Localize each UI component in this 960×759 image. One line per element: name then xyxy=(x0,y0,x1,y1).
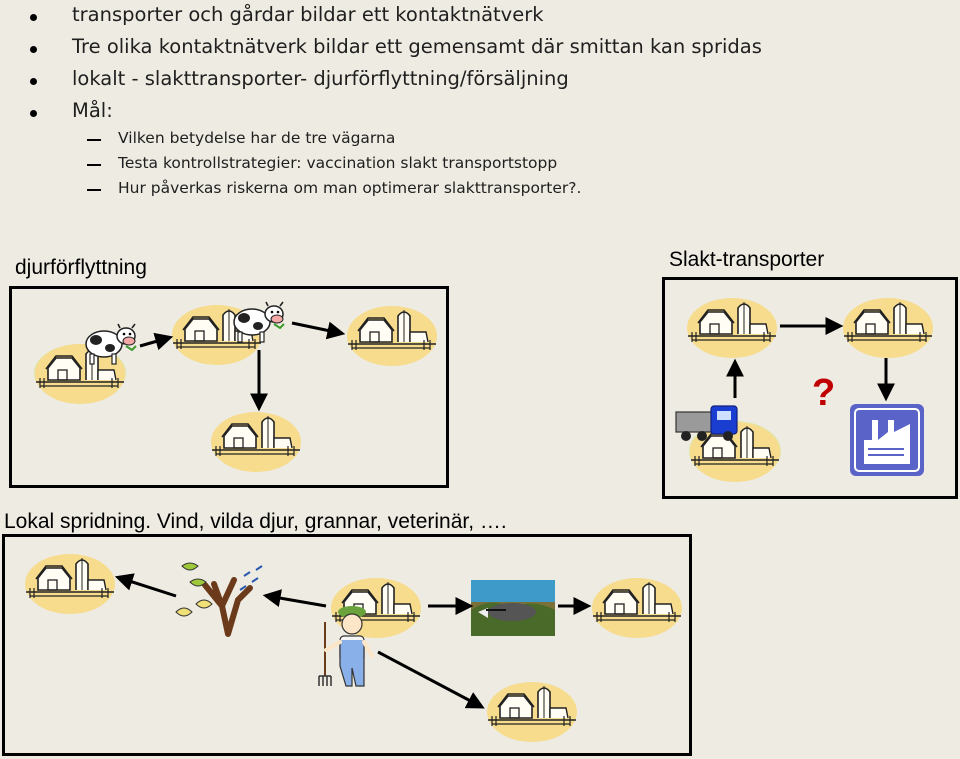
label-animal-movement: djurförflyttning xyxy=(15,256,147,279)
slaughter-transport-box xyxy=(662,277,958,499)
bullet-4: Mål: xyxy=(72,99,113,122)
badger-icon xyxy=(471,580,555,636)
bullet-2: Tre olika kontaktnätverk bildar ett geme… xyxy=(72,35,762,58)
label-local-spread: Lokal spridning. Vind, vilda djur, grann… xyxy=(4,510,507,533)
farm-icon xyxy=(591,577,683,639)
bullet-dot xyxy=(30,110,37,117)
arrow-icon xyxy=(262,589,327,608)
arrow-icon xyxy=(377,650,485,709)
arrow-icon xyxy=(291,321,346,340)
bullet-3: lokalt - slakttransporter- djurförflyttn… xyxy=(72,67,569,90)
sub-bullet-dash xyxy=(87,164,101,166)
label-slaughter-transport: Slakt-transporter xyxy=(669,248,825,271)
arrow-icon xyxy=(114,573,177,598)
sub-bullet-2: Testa kontrollstrategier: vaccination sl… xyxy=(118,154,558,172)
factory-icon xyxy=(850,404,924,476)
farm-icon xyxy=(486,681,578,743)
farm-icon xyxy=(346,305,438,367)
bullet-dot xyxy=(30,78,37,85)
local-spread-box xyxy=(2,534,692,756)
animal-movement-box xyxy=(9,286,449,488)
farm-icon xyxy=(24,553,116,615)
sub-bullet-3: Hur påverkas riskerna om man optimerar s… xyxy=(118,179,582,197)
sub-bullet-dash xyxy=(87,139,101,141)
bullet-1: transporter och gårdar bildar ett kontak… xyxy=(72,3,544,26)
question-mark: ? xyxy=(812,372,835,414)
truck-icon xyxy=(675,405,738,441)
bullet-dot xyxy=(30,46,37,53)
bullet-dot xyxy=(30,14,37,21)
farmer-icon xyxy=(318,606,374,687)
tree-wind-icon xyxy=(175,562,263,637)
farm-icon xyxy=(842,297,934,359)
sub-bullet-dash xyxy=(87,189,101,191)
farm-icon xyxy=(210,411,302,473)
arrow-icon xyxy=(139,332,174,351)
farm-icon xyxy=(686,297,778,359)
sub-bullet-1: Vilken betydelse har de tre vägarna xyxy=(118,129,396,147)
